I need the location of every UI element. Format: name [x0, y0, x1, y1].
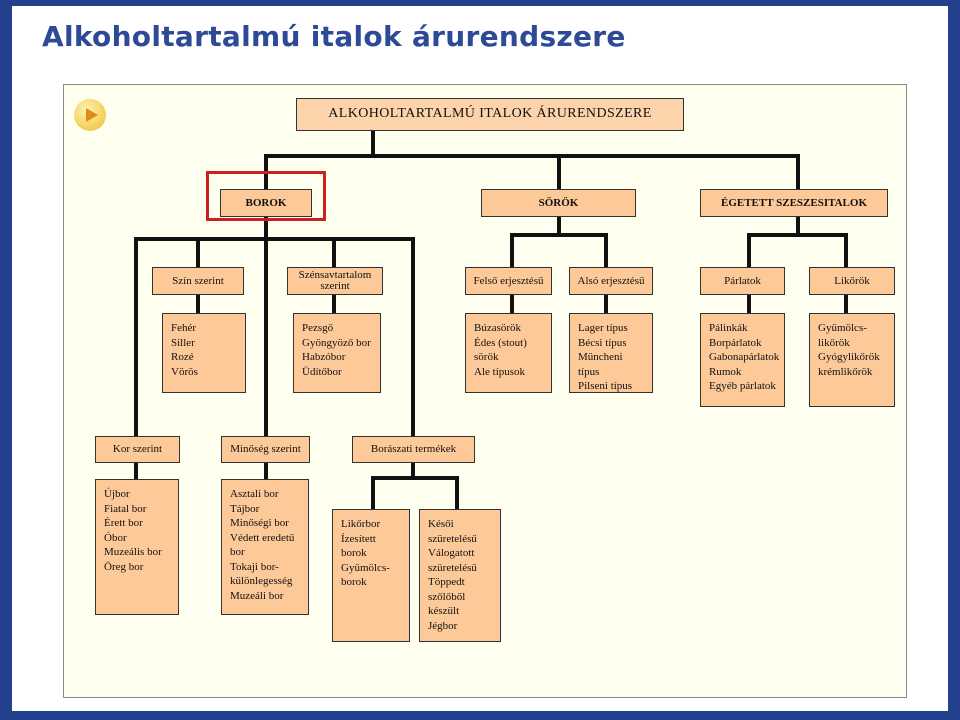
connector: [264, 217, 268, 436]
connector: [134, 237, 138, 436]
connector: [510, 233, 514, 267]
connector: [557, 154, 561, 189]
node-borok: BOROK: [220, 189, 312, 217]
node-sorok: SÖRÖK: [481, 189, 636, 217]
list-szensav: Pezsgő Gyöngyöző bor Habzóbor Üdítőbor: [293, 313, 381, 393]
connector: [747, 233, 751, 267]
connector: [796, 217, 800, 235]
node-egetett: ÉGETETT SZESZESITALOK: [700, 189, 888, 217]
connector: [844, 233, 848, 267]
node-likorok: Likőrök: [809, 267, 895, 295]
connector: [510, 295, 514, 313]
node-kor-szerint: Kor szerint: [95, 436, 180, 463]
list-likorbor: Likőrbor Ízesített borok Gyümölcs- borok: [332, 509, 410, 642]
node-parlatok: Párlatok: [700, 267, 785, 295]
list-szin: Fehér Siller Rozé Vörös: [162, 313, 246, 393]
connector: [455, 476, 459, 509]
connector: [604, 295, 608, 313]
connector: [196, 295, 200, 313]
node-boraszati-termekek: Borászati termékek: [352, 436, 475, 463]
connector: [604, 233, 608, 267]
node-also-erjesztesu: Alsó erjesztésű: [569, 267, 653, 295]
list-kor: Újbor Fiatal bor Érett bor Óbor Muzeális…: [95, 479, 179, 615]
connector: [747, 295, 751, 313]
connector: [332, 295, 336, 313]
node-szin-szerint: Szín szerint: [152, 267, 244, 295]
list-also: Lager típus Bécsi típus Müncheni típus P…: [569, 313, 653, 393]
list-felso: Búzasörök Édes (stout) sörök Ale típusok: [465, 313, 552, 393]
list-parlatok: Pálinkák Borpárlatok Gabonapárlatok Rumo…: [700, 313, 785, 407]
node-szensavtartalom: Szénsavtartalom szerint: [287, 267, 383, 295]
list-minoseg: Asztali bor Tájbor Minőségi bor Védett e…: [221, 479, 309, 615]
connector: [411, 463, 415, 477]
connector: [264, 463, 268, 479]
root-node: ALKOHOLTARTALMÚ ITALOK ÁRURENDSZERE: [296, 98, 684, 131]
slide: Alkoholtartalmú italok árurendszere: [12, 6, 948, 711]
connector: [371, 130, 375, 155]
connector: [844, 295, 848, 313]
connector: [196, 240, 200, 267]
node-minoseg-szerint: Minőség szerint: [221, 436, 310, 463]
diagram-panel: ALKOHOLTARTALMÚ ITALOK ÁRURENDSZERE BORO…: [63, 84, 907, 698]
connector: [134, 237, 415, 241]
connector: [371, 476, 459, 480]
connector: [264, 154, 268, 189]
slide-title: Alkoholtartalmú italok árurendszere: [42, 20, 626, 53]
list-kesoi: Késői szüretelésű Válogatott szüretelésű…: [419, 509, 501, 642]
connector: [134, 463, 138, 479]
node-felso-erjesztesu: Felső erjesztésű: [465, 267, 552, 295]
connector: [747, 233, 848, 237]
play-icon[interactable]: [74, 99, 106, 131]
connector: [264, 154, 800, 158]
connector: [557, 217, 561, 235]
connector: [510, 233, 608, 237]
connector: [411, 237, 415, 436]
list-likorok: Gyümölcs- likőrök Gyógylikőrök krémlikőr…: [809, 313, 895, 407]
connector: [796, 154, 800, 189]
connector: [371, 476, 375, 509]
connector: [332, 240, 336, 267]
